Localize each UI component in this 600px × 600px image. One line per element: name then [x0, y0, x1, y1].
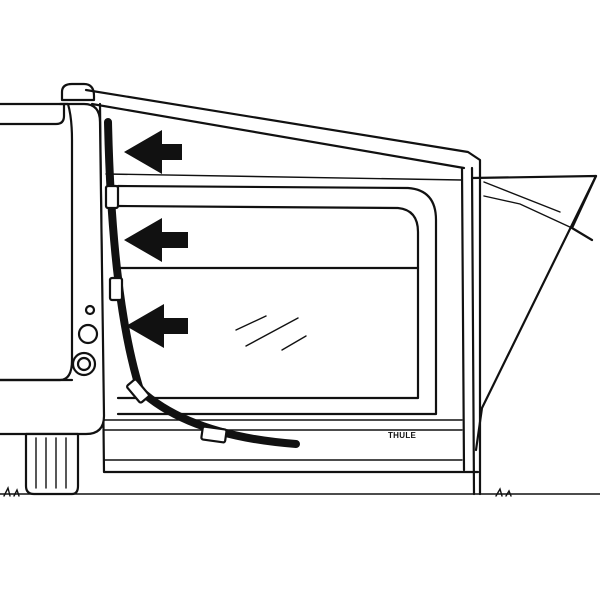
arrow-left-icon: [124, 218, 188, 262]
awning-roof: [84, 88, 482, 178]
vehicle-rear: [0, 82, 106, 436]
rail-clip: [200, 425, 228, 444]
ground: [0, 485, 600, 497]
keder-rail: [104, 118, 300, 448]
rail-clip: [104, 184, 120, 210]
direction-arrows: [124, 130, 188, 348]
arrow-left-icon: [124, 130, 182, 174]
rear-light-small: [84, 304, 96, 316]
brand-logo-text: THULE: [388, 431, 417, 440]
tire: [24, 432, 80, 496]
arrow-left-icon: [126, 304, 188, 348]
rail-clip: [126, 378, 150, 404]
awning-wing: [470, 174, 598, 452]
rail-clip: [108, 276, 124, 302]
roof-rail-bracket: [60, 82, 96, 102]
brand-logo: THULE: [388, 431, 417, 440]
rear-light-inner: [76, 356, 92, 372]
rear-light-ring: [77, 323, 99, 345]
window-panel: [116, 184, 438, 416]
rear-light-outer: [71, 351, 97, 377]
